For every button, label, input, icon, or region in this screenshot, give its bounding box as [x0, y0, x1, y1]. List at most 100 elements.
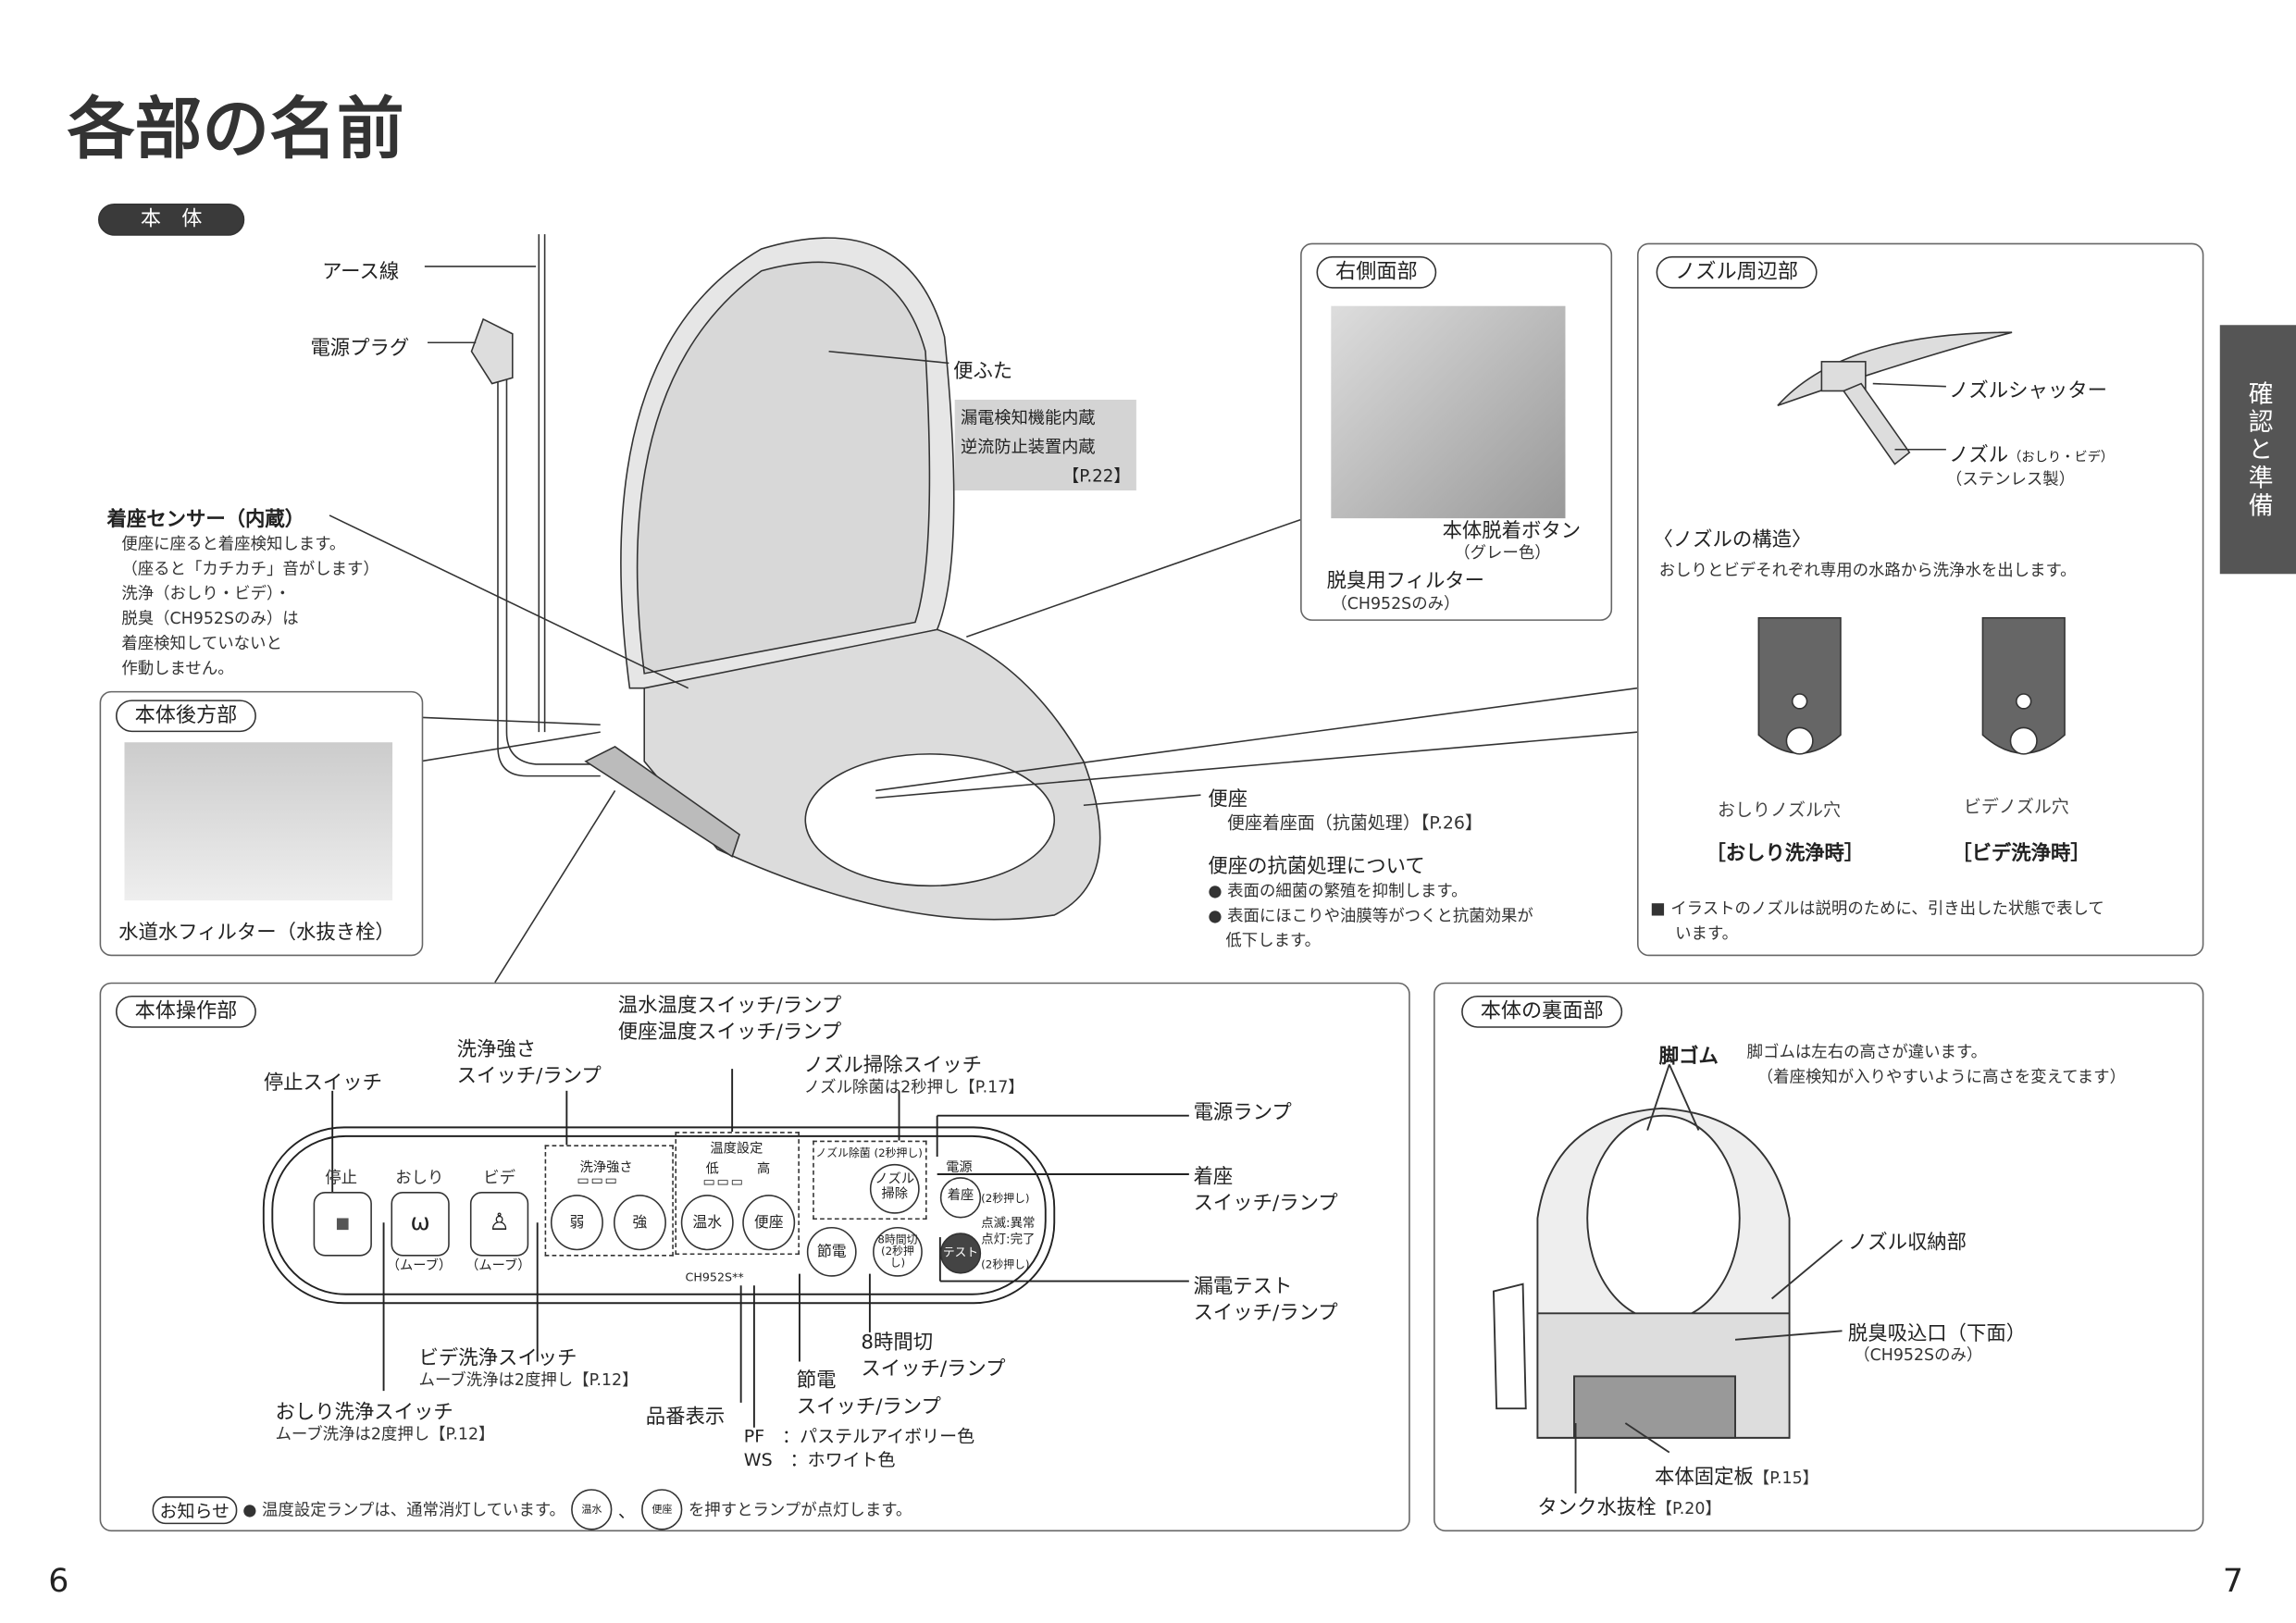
bidet-mode-label: ［ビデ洗浄時］: [1952, 841, 2091, 866]
temp-lamps: ▭▭▭: [702, 1175, 745, 1191]
label-lid: 便ふた: [953, 360, 1013, 384]
drain-label: タンク水抜栓: [1537, 1496, 1657, 1520]
nozzle-group-title: ノズル除菌 (2秒押し): [815, 1146, 923, 1160]
timer-press2: (2秒押し): [880, 1244, 914, 1270]
deodor-filter-note: （CH952Sのみ）: [1331, 594, 1460, 613]
bidet-button[interactable]: ♙: [469, 1191, 529, 1257]
notice-line1: 漏電検知機能内蔵: [960, 406, 1096, 428]
label-seat-desc: 便座着座面（抗菌処理）【P.26】: [1226, 812, 1483, 834]
callout-leak-test-2: スイッチ/ランプ: [1193, 1301, 1338, 1325]
nozzle-label: ノズル周辺部: [1656, 255, 1818, 289]
side-tab[interactable]: 確認と準備: [2219, 325, 2296, 575]
seat-temp-button[interactable]: 便座: [742, 1195, 796, 1251]
feet-desc1: 脚ゴムは左右の高さが違います。: [1746, 1042, 1988, 1062]
temp-group: [675, 1132, 800, 1256]
callout-temp-seat: 便座温度スイッチ/ランプ: [617, 1020, 842, 1045]
temp-low: 低: [705, 1162, 719, 1178]
notice-box: 漏電検知機能内蔵 逆流防止装置内蔵 【P.22】: [954, 399, 1136, 491]
test-blink-label: 点滅:異常: [981, 1216, 1036, 1232]
test-lit-label: 点灯:完了: [981, 1233, 1036, 1248]
water-temp-button[interactable]: 温水: [680, 1195, 734, 1251]
callout-eco-2: スイッチ/ランプ: [796, 1394, 941, 1419]
test-press2: (2秒押し): [981, 1258, 1030, 1271]
strong-button[interactable]: 強: [613, 1195, 666, 1251]
page-number-left: 6: [48, 1563, 69, 1601]
timer-label: 8時間切: [877, 1232, 918, 1245]
callout-oshiri: おしり洗浄スイッチ: [275, 1401, 453, 1425]
nozzle-note-line1: ■ イラストのノズルは説明のために、引き出した状態で表して: [1650, 898, 2104, 919]
rear-panel: 本体後方部 水道水フィルター（水抜き栓）: [99, 690, 424, 957]
right-side-label: 右側面部: [1316, 255, 1437, 289]
deodor-inlet-label: 脱臭吸込口（下面）: [1847, 1321, 2027, 1346]
notice-seat-button: 便座: [641, 1489, 683, 1530]
timer-button[interactable]: 8時間切(2秒押し): [873, 1226, 923, 1277]
seat-sensor-line: 着座検知していないと: [121, 634, 282, 653]
test-button[interactable]: テスト: [939, 1233, 982, 1274]
color-ws: WS ：ホワイト色: [743, 1449, 896, 1470]
eco-button[interactable]: 節電: [806, 1226, 857, 1277]
callout-timer-2: スイッチ/ランプ: [861, 1357, 1006, 1381]
underside-section: 本体の裏面部 脚ゴム 脚ゴムは左右の高さが違います。 （着座検知が入りやすいよう…: [1433, 982, 2204, 1532]
nozzle-panel: ノズル周辺部 ノズルシャッター ノズル（おしり・ビデ） （ステンレス製） 〈ノズ…: [1637, 242, 2204, 957]
callout-nozzle-clean: ノズル掃除スイッチ: [803, 1054, 982, 1078]
callout-model: 品番表示: [645, 1406, 726, 1430]
callout-nozzle-clean-sub: ノズル除菌は2秒押し【P.17】: [803, 1077, 1024, 1097]
nozzle-shutter-label: ノズルシャッター: [1949, 378, 2107, 403]
label-earth-wire: アース線: [322, 260, 400, 284]
weak-button[interactable]: 弱: [550, 1195, 603, 1251]
nozzle-store-label: ノズル収納部: [1847, 1231, 1967, 1256]
strength-title: 洗浄強さ: [579, 1160, 633, 1176]
callout-seat: 着座: [1193, 1165, 1234, 1189]
nozzle-note-line2: います。: [1675, 923, 1739, 944]
oshiri-hole-label: おしりノズル穴: [1718, 799, 1841, 821]
remove-button-color: （グレー色）: [1454, 543, 1551, 563]
antibacterial-item: 表面の細菌の繁殖を抑制します。: [1227, 881, 1468, 901]
underside-illustration: [1492, 1063, 1843, 1493]
nozzle-clean-button[interactable]: ノズル掃除: [869, 1163, 920, 1214]
nozzle-structure-title: 〈ノズルの構造〉: [1653, 528, 1812, 552]
seat-sensor-title: 着座センサー（内蔵）: [106, 508, 305, 532]
callout-seat-2: スイッチ/ランプ: [1193, 1191, 1338, 1216]
rear-photo: [124, 742, 393, 901]
seat-sensor-line: 便座に座ると着座検知します。: [121, 534, 346, 554]
seat-sensor-line: 脱臭（CH952Sのみ）は: [121, 609, 299, 628]
nozzle-group: [813, 1140, 927, 1220]
antibacterial-item: 低下します。: [1225, 931, 1322, 950]
fix-plate-ref: 【P.15】: [1753, 1468, 1819, 1488]
strength-lamps: ▭▭▭: [577, 1174, 619, 1189]
notice-sep: 、: [617, 1500, 636, 1521]
temp-title: 温度設定: [710, 1142, 763, 1158]
oshiri-mode-label: ［おしり洗浄時］: [1706, 841, 1865, 866]
seat-button[interactable]: 着座: [939, 1177, 982, 1219]
bidet-hole-label: ビデノズル穴: [1963, 796, 2069, 817]
section-label-body: 本体: [98, 203, 245, 236]
deodor-inlet-note: （CH952Sのみ）: [1854, 1345, 1983, 1365]
oshiri-move-label: （ムーブ）: [386, 1258, 453, 1274]
fix-plate-label: 本体固定板: [1654, 1465, 1754, 1490]
page-title: 各部の名前: [67, 89, 404, 168]
callout-power-lamp: 電源ランプ: [1193, 1100, 1292, 1125]
callout-bidet-sub: ムーブ洗浄は2度押し【P.12】: [418, 1370, 639, 1390]
label-seat: 便座: [1208, 787, 1248, 812]
strength-group: [544, 1145, 674, 1257]
label-power-plug: 電源プラグ: [310, 336, 410, 361]
underside-label: 本体の裏面部: [1461, 995, 1623, 1028]
oshiri-button[interactable]: ω: [391, 1191, 450, 1257]
antibacterial-item: 表面にほこりや油膜等がつくと抗菌効果が: [1227, 906, 1533, 926]
callout-oshiri-sub: ムーブ洗浄は2度押し【P.12】: [275, 1424, 495, 1444]
panel-model: CH952S**: [685, 1270, 744, 1284]
seat-sensor-line: 洗浄（おしり・ビデ）・: [121, 584, 292, 603]
callout-temp-water: 温水温度スイッチ/ランプ: [617, 994, 842, 1018]
panel-oshiri-label: おしり: [395, 1168, 444, 1188]
remove-button-label: 本体脱着ボタン: [1442, 519, 1582, 544]
notice-water-button: 温水: [571, 1489, 613, 1530]
oshiri-icon: ω: [410, 1208, 430, 1236]
callout-strength: 洗浄強さ: [456, 1037, 537, 1062]
stop-button[interactable]: [313, 1191, 372, 1257]
nozzle-sub: （おしり・ビデ）: [2008, 451, 2115, 466]
control-label: 本体操作部: [116, 995, 256, 1028]
nozzle-name: ノズル: [1949, 443, 2009, 467]
seat-sensor-line: 作動しません。: [121, 659, 234, 678]
